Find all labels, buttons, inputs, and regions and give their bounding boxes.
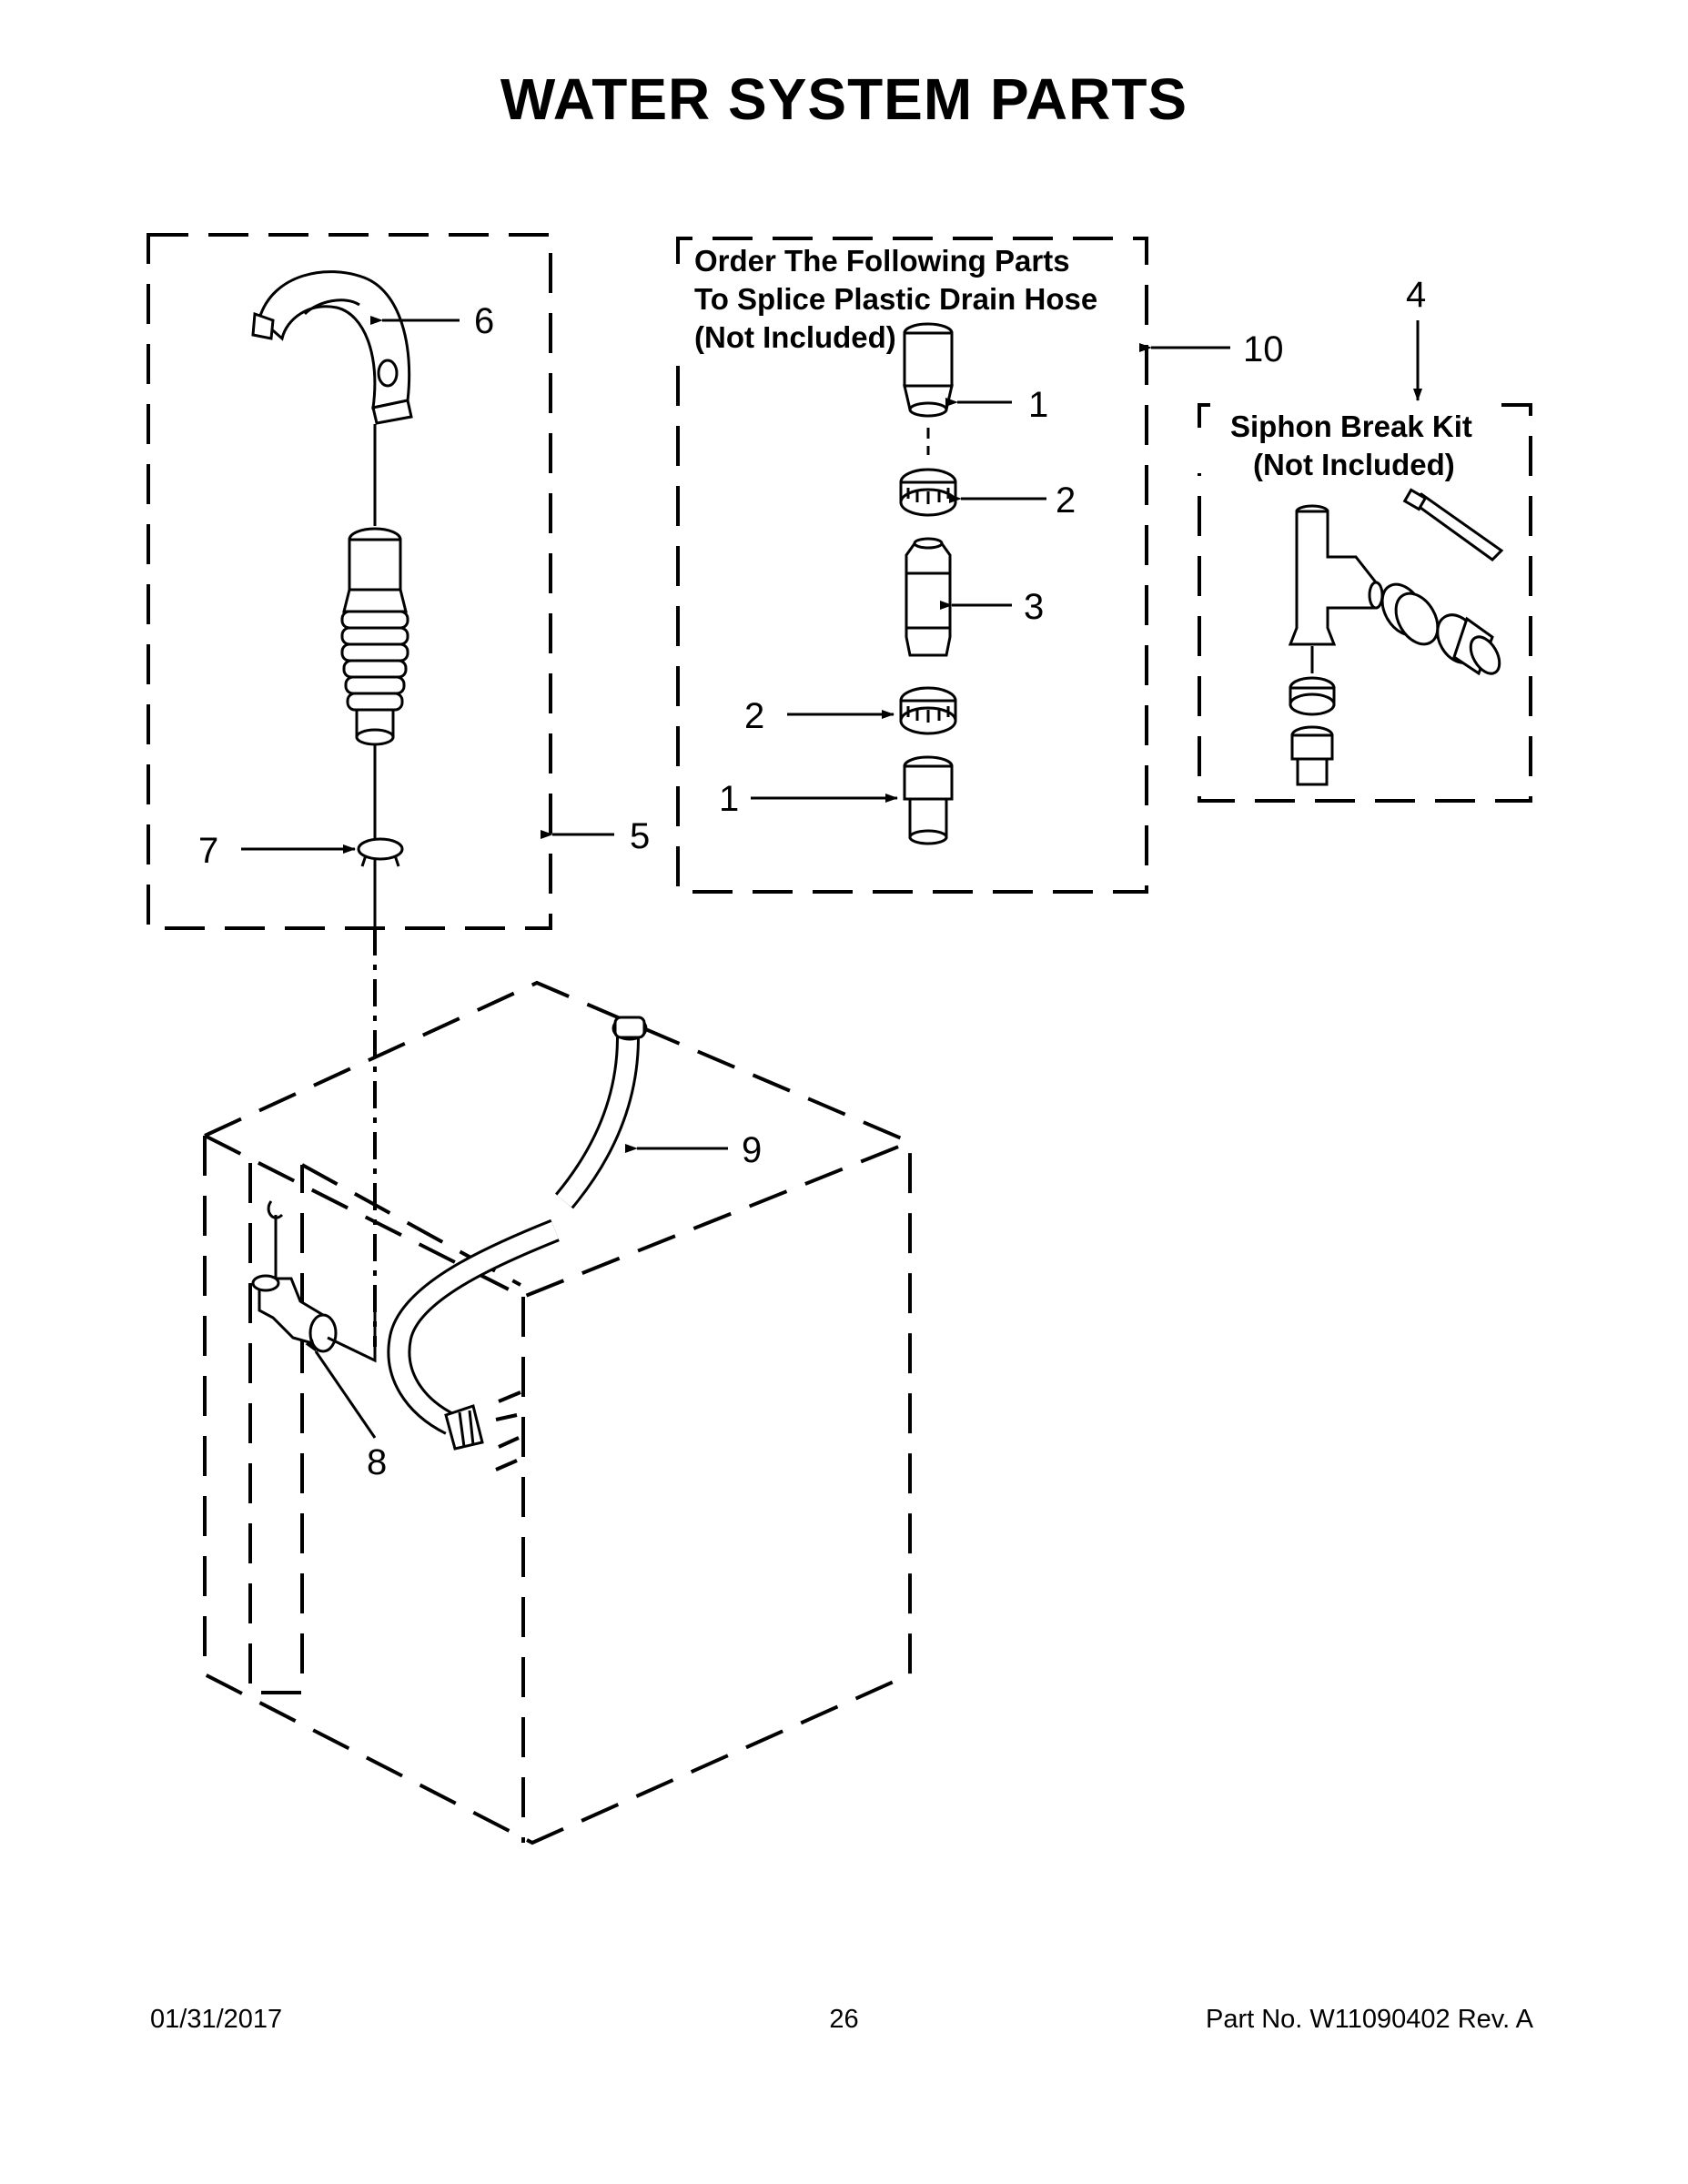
- dashed-box-5: [147, 233, 552, 930]
- drain-outlet-part-8: [251, 1200, 377, 1363]
- footer-date: 01/31/2017: [150, 2005, 283, 2034]
- dashed-box-4: [1198, 403, 1532, 803]
- callout-9: 9: [742, 1130, 762, 1170]
- footer-page-number: 26: [829, 2005, 859, 2034]
- page-title: WATER SYSTEM PARTS: [500, 66, 1188, 132]
- callout-4: 4: [1406, 275, 1426, 315]
- dashed-box-10: [676, 237, 1148, 894]
- drain-hose-extension: [340, 527, 409, 746]
- siphon-header-line-1: Siphon Break Kit: [1230, 410, 1472, 443]
- callout-2-top: 2: [1056, 480, 1076, 521]
- siphon-break-tee: [1288, 504, 1384, 646]
- splice-header-line-3: (Not Included): [694, 320, 896, 354]
- callout-6: 6: [474, 301, 494, 341]
- leader-8: [305, 1339, 377, 1439]
- siphon-header-line-2: (Not Included): [1253, 448, 1455, 481]
- connector-part-3: [905, 537, 952, 657]
- callout-1-top: 1: [1028, 385, 1048, 425]
- siphon-bottom-clamp: [1289, 676, 1336, 716]
- footer-part-number: Part No. W11090402 Rev. A: [1205, 2005, 1533, 2034]
- callout-3: 3: [1024, 587, 1044, 627]
- hose-guide-part-6: [251, 270, 413, 425]
- siphon-coupler: [1436, 613, 1501, 676]
- splice-header-line-1: Order The Following Parts: [694, 244, 1070, 278]
- callout-7: 7: [198, 831, 218, 871]
- drain-hose-part-9: [387, 1016, 648, 1471]
- callout-8: 8: [367, 1442, 387, 1482]
- siphon-bottom-coupler: [1290, 725, 1334, 786]
- callout-2-bottom: 2: [744, 696, 764, 736]
- clamp-part-7: [357, 837, 404, 867]
- callout-10: 10: [1243, 329, 1284, 369]
- callout-5: 5: [630, 816, 650, 856]
- splice-header-line-2: To Splice Plastic Drain Hose: [694, 282, 1097, 316]
- clamp-part-2-bottom: [899, 686, 957, 735]
- clamp-part-2-top: [899, 468, 957, 517]
- zip-tie-icon: [1402, 488, 1504, 561]
- callout-1-bottom: 1: [719, 779, 739, 819]
- coupler-part-1-bottom: [903, 755, 954, 845]
- washer-cabinet-outline: [203, 980, 912, 1845]
- coupler-part-1-top: [903, 322, 954, 418]
- siphon-clamp: [1380, 582, 1440, 646]
